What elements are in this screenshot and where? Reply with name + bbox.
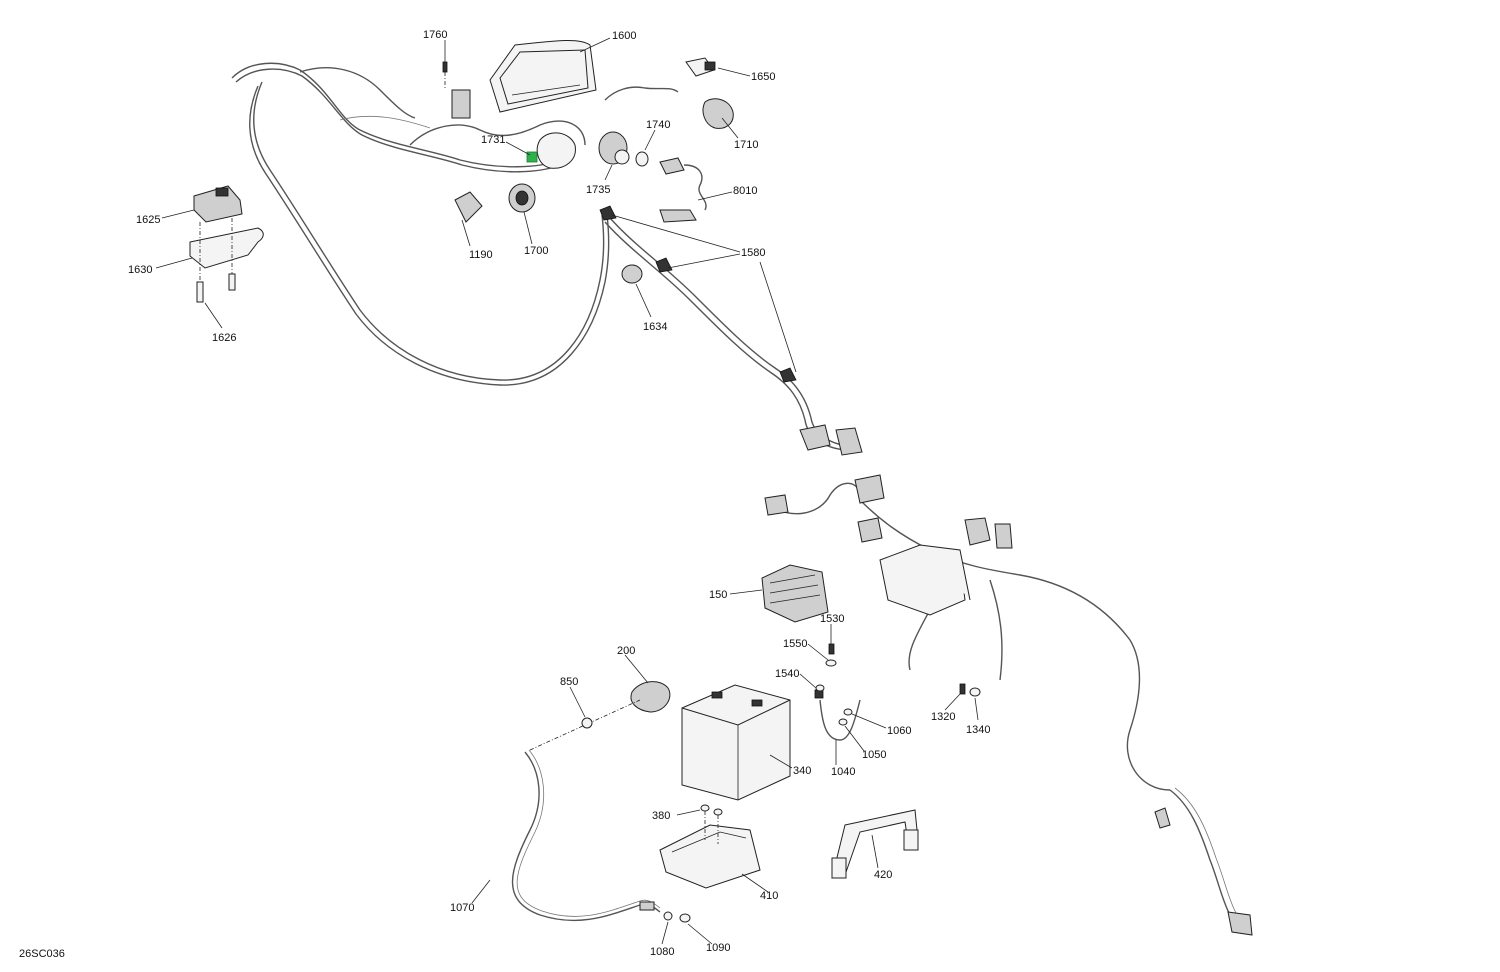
callout-1080: 1080	[650, 946, 674, 958]
callout-1760: 1760	[423, 29, 447, 41]
callout-1580: 1580	[741, 247, 765, 259]
callout-1740: 1740	[646, 119, 670, 131]
callout-1650: 1650	[751, 71, 775, 83]
screw-1530[interactable]	[815, 643, 837, 692]
voltage-regulator-150[interactable]	[761, 564, 829, 623]
battery-340[interactable]	[681, 684, 791, 801]
socket-1634[interactable]	[621, 264, 643, 284]
key-switch-1731[interactable]	[526, 132, 576, 169]
callout-1040: 1040	[831, 766, 855, 778]
callout-1190: 1190	[469, 249, 493, 261]
callout-1630: 1630	[128, 264, 152, 276]
callout-380: 380	[652, 810, 670, 822]
callout-1530: 1530	[820, 613, 844, 625]
fuse-box[interactable]	[764, 474, 1013, 616]
battery-cable-1070[interactable]	[511, 749, 661, 922]
callout-1626: 1626	[212, 332, 236, 344]
callout-150: 150	[709, 589, 727, 601]
callout-1625: 1625	[136, 214, 160, 226]
callout-8010: 8010	[733, 185, 757, 197]
callout-1710: 1710	[734, 139, 758, 151]
diagram-code: 26SC036	[19, 948, 65, 960]
callout-1340: 1340	[966, 724, 990, 736]
connector-1710[interactable]	[702, 98, 734, 129]
callout-1634: 1634	[643, 321, 667, 333]
screw-1320[interactable]	[959, 683, 981, 697]
switch-1735[interactable]	[598, 131, 630, 165]
callout-1735: 1735	[586, 184, 610, 196]
starter-solenoid-200[interactable]	[529, 681, 671, 751]
connector-1760[interactable]	[442, 61, 471, 119]
battery-strap-420[interactable]	[831, 809, 919, 879]
clip-1580[interactable]	[599, 205, 797, 383]
connector-1190[interactable]	[454, 191, 483, 223]
screw-380[interactable]	[700, 804, 723, 844]
callout-1550: 1550	[783, 638, 807, 650]
callout-1050: 1050	[862, 749, 886, 761]
callout-200: 200	[617, 645, 635, 657]
nut-1080[interactable]	[663, 911, 691, 923]
callout-1090: 1090	[706, 942, 730, 954]
coiled-cable-8010[interactable]	[659, 157, 707, 223]
callout-1600: 1600	[612, 30, 636, 42]
callout-340: 340	[793, 765, 811, 777]
module-1625[interactable]	[193, 185, 243, 223]
callout-1320: 1320	[931, 711, 955, 723]
nut-850[interactable]	[581, 717, 593, 729]
bracket-1630[interactable]	[189, 218, 264, 288]
callout-1060: 1060	[887, 725, 911, 737]
nut-1740[interactable]	[635, 151, 649, 167]
callout-410: 410	[760, 890, 778, 902]
nut-1060[interactable]	[838, 708, 853, 726]
callout-labels: 1760 1600 1650 1710 1731 1740 1735 8010 …	[128, 29, 990, 958]
gauge-cluster-1600[interactable]	[489, 39, 597, 113]
callout-1070: 1070	[450, 902, 474, 914]
callout-1731: 1731	[481, 134, 505, 146]
gauge-lead-wire	[604, 86, 679, 101]
battery-tray-410[interactable]	[659, 824, 761, 889]
callout-1700: 1700	[524, 245, 548, 257]
callout-850: 850	[560, 676, 578, 688]
harness-rear-connector[interactable]	[1154, 807, 1253, 936]
screw-1626[interactable]	[196, 273, 236, 303]
horn-1700[interactable]	[508, 183, 536, 213]
upper-wiring-harness	[231, 62, 610, 386]
callout-420: 420	[874, 869, 892, 881]
leader-lines	[155, 37, 979, 945]
battery-cable-1040[interactable]	[814, 689, 861, 741]
callout-1540: 1540	[775, 668, 799, 680]
connector-1650[interactable]	[685, 57, 716, 77]
harness-connector-mid[interactable]	[799, 424, 863, 456]
